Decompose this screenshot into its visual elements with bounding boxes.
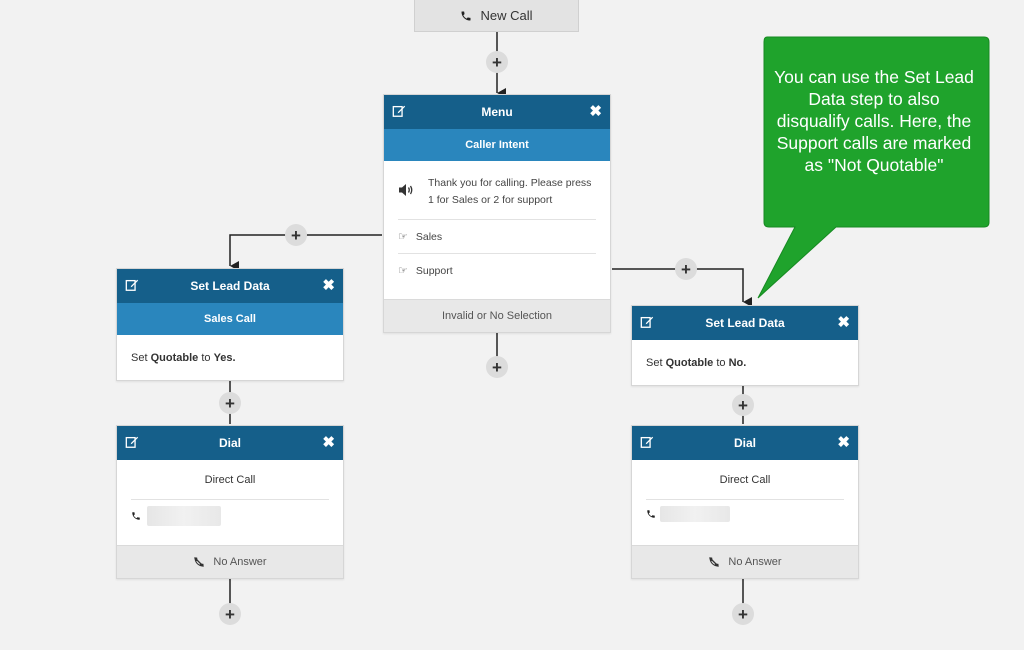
add-step-button[interactable]: + [732, 394, 754, 416]
edit-icon[interactable] [125, 435, 139, 449]
menu-subtitle: Caller Intent [384, 129, 610, 161]
menu-option-support[interactable]: ☞ Support [384, 254, 610, 287]
lead-header: Set Lead Data ✖ [632, 306, 858, 340]
prompt-text: Thank you for calling. Please press 1 fo… [428, 177, 592, 206]
menu-option-sales[interactable]: ☞ Sales [384, 220, 610, 253]
menu-title: Menu [481, 105, 513, 119]
add-step-button[interactable]: + [732, 603, 754, 625]
speaker-icon [398, 183, 416, 197]
lead-description: Set Quotable to Yes. [117, 335, 343, 380]
set-lead-data-card: Set Lead Data ✖ Sales Call Set Quotable … [116, 268, 344, 381]
text-prefix: Set [131, 351, 148, 364]
option-label: Sales [415, 230, 443, 243]
dial-title: Dial [218, 436, 241, 450]
add-step-button[interactable]: + [675, 258, 697, 280]
pointing-hand-icon: ☞ [398, 265, 408, 277]
dial-header: Dial ✖ [632, 426, 858, 460]
option-label: Support [415, 264, 453, 277]
dial-title: Dial [733, 436, 756, 450]
no-answer-footer[interactable]: No Answer [632, 545, 858, 578]
dial-label: Direct Call [719, 473, 771, 486]
missed-call-icon [708, 556, 720, 568]
edit-icon[interactable] [640, 315, 654, 329]
add-step-button[interactable]: + [486, 356, 508, 378]
dial-number-row [117, 500, 343, 532]
phone-icon [131, 511, 141, 521]
edit-icon[interactable] [125, 278, 139, 292]
footer-label: No Answer [213, 556, 267, 568]
dial-label: Direct Call [204, 473, 256, 486]
callout-text: You can use the Set Lead Data step to al… [774, 67, 974, 175]
field-name: Quotable [150, 351, 199, 364]
phone-icon [460, 10, 472, 22]
lead-description: Set Quotable to No. [632, 340, 858, 385]
dial-number-row [632, 500, 858, 528]
new-call-label: New Call [480, 8, 533, 23]
footer-label: No Answer [728, 556, 782, 568]
lead-title: Set Lead Data [705, 316, 785, 330]
menu-card: Menu ✖ Caller Intent Thank you for calli… [383, 94, 611, 333]
close-icon[interactable]: ✖ [589, 103, 602, 120]
lead-title: Set Lead Data [190, 279, 270, 293]
edit-icon[interactable] [640, 435, 654, 449]
close-icon[interactable]: ✖ [322, 434, 335, 451]
menu-prompt: Thank you for calling. Please press 1 fo… [384, 161, 610, 219]
footer-label: Invalid or No Selection [441, 310, 553, 322]
lead-subtitle: Sales Call [117, 303, 343, 335]
add-step-button[interactable]: + [219, 392, 241, 414]
new-call-node[interactable]: New Call [414, 0, 579, 32]
dial-header: Dial ✖ [117, 426, 343, 460]
pointing-hand-icon: ☞ [398, 231, 408, 243]
callout-bubble [757, 36, 990, 299]
text-prefix: Set [646, 356, 663, 369]
close-icon[interactable]: ✖ [837, 314, 850, 331]
field-name: Quotable [665, 356, 714, 369]
close-icon[interactable]: ✖ [322, 277, 335, 294]
add-step-button[interactable]: + [285, 224, 307, 246]
dial-card: Dial ✖ Direct Call No Answer [116, 425, 344, 579]
menu-footer[interactable]: Invalid or No Selection [384, 299, 610, 332]
close-icon[interactable]: ✖ [837, 434, 850, 451]
missed-call-icon [193, 556, 205, 568]
redacted-phone-number [147, 506, 221, 526]
field-value: Yes. [213, 351, 236, 364]
set-lead-data-card: Set Lead Data ✖ Set Quotable to No. [631, 305, 859, 386]
field-value: No. [728, 356, 747, 369]
text-mid: to [201, 351, 211, 364]
add-step-button[interactable]: + [219, 603, 241, 625]
phone-icon [646, 509, 656, 519]
dial-card: Dial ✖ Direct Call No Answer [631, 425, 859, 579]
lead-header: Set Lead Data ✖ [117, 269, 343, 303]
add-step-button[interactable]: + [486, 51, 508, 73]
menu-header: Menu ✖ [384, 95, 610, 129]
text-mid: to [716, 356, 726, 369]
redacted-phone-number [660, 506, 730, 522]
no-answer-footer[interactable]: No Answer [117, 545, 343, 578]
edit-icon[interactable] [392, 104, 406, 118]
